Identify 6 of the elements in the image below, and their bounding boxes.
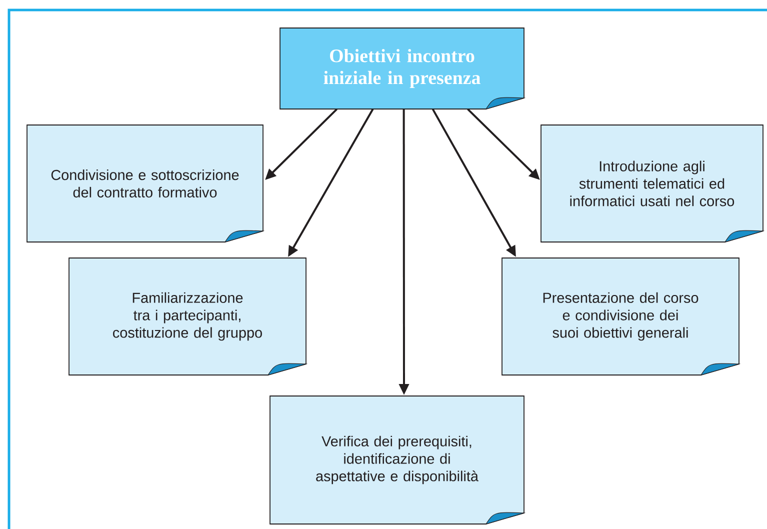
note-box: Verifica dei prerequisiti, identificazione di aspettative e disponibilità (270, 396, 524, 524)
note-box: Presentazione del corso e condivisione dei suoi obiettivi generali (502, 258, 740, 376)
title-box: Obiettivi incontro iniziale in presenza (280, 28, 524, 110)
note-box: Familiarizzazione tra i partecipanti, costituzione del gruppo (68, 258, 306, 376)
note-box: Condivisione e sottoscrizione del contratto formativo (26, 124, 264, 242)
note-box: Introduzione agli strumenti telematici ed informatici usati nel corso (540, 124, 764, 242)
